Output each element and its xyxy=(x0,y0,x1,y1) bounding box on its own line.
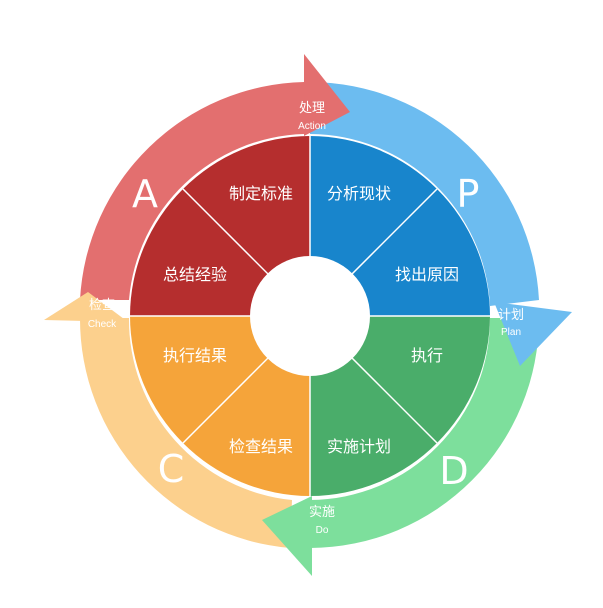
sector-label-find-causes: 找出原因 xyxy=(395,265,459,284)
sector-label-analyze-status: 分析现状 xyxy=(327,184,391,203)
check-arrow-head xyxy=(44,292,128,322)
check-label-cn: 检查 xyxy=(89,298,115,313)
plan-label-en: Plan xyxy=(501,327,521,338)
action-label-en: Action xyxy=(298,121,326,132)
action-label-cn: 处理 xyxy=(299,101,325,116)
sector-label-check-results: 检查结果 xyxy=(229,437,293,456)
center-hole xyxy=(250,256,370,376)
plan-letter: P xyxy=(457,172,480,216)
do-ring-band xyxy=(310,318,539,548)
check-label-en: Check xyxy=(88,319,117,330)
action-ring-band xyxy=(80,82,304,300)
check-letter: C xyxy=(158,447,185,491)
plan-arrow-head xyxy=(494,302,572,366)
do-letter: D xyxy=(439,449,468,493)
sector-label-set-standards: 制定标准 xyxy=(229,184,293,203)
do-label-cn: 实施 xyxy=(309,505,335,520)
plan-label-cn: 计划 xyxy=(498,308,524,323)
plan-ring-band xyxy=(310,82,539,306)
sector-label-implement-plan: 实施计划 xyxy=(327,437,391,456)
sector-label-summarize-experience: 总结经验 xyxy=(163,265,227,284)
sector-label-execution-results: 执行结果 xyxy=(163,346,227,365)
sector-label-execute: 执行 xyxy=(411,346,443,365)
check-ring-band xyxy=(79,318,293,548)
do-label-en: Do xyxy=(316,525,329,536)
do-arrow-head xyxy=(262,496,312,576)
action-letter: A xyxy=(132,172,158,216)
action-arrow-head xyxy=(304,54,350,136)
